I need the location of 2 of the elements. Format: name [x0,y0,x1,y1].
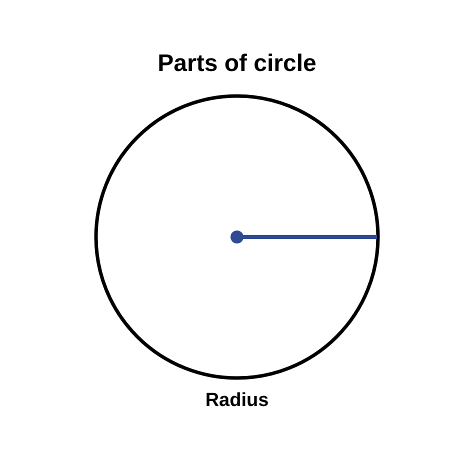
title: Parts of circle [156,50,318,78]
caption-label: Radius [204,390,270,412]
